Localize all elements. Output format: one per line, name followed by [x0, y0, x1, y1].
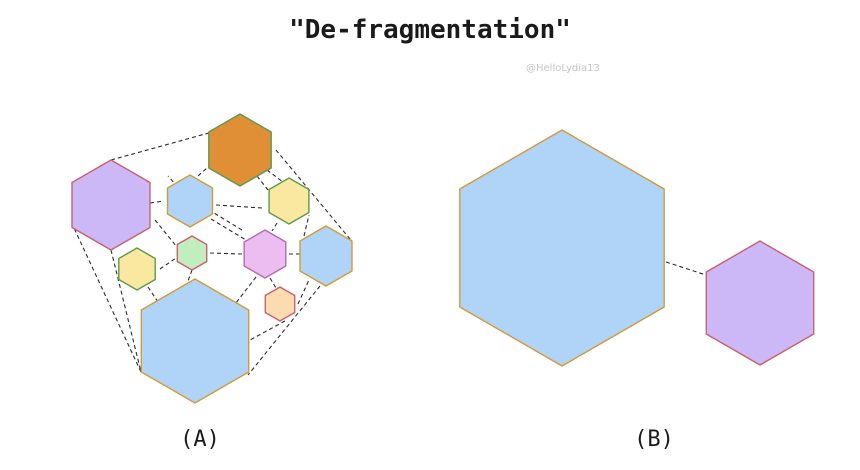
panel-a-link	[147, 286, 161, 306]
panel-a-label: (A)	[180, 427, 220, 452]
hexagon-peach-small	[264, 286, 296, 322]
panel-a-link	[154, 219, 178, 248]
panel-a-link	[266, 169, 284, 183]
hexagon-blue-merged	[459, 129, 665, 367]
panel-a-link	[215, 204, 263, 209]
hexagon-green-small	[176, 235, 208, 271]
hexagon-yellow-left	[118, 247, 156, 291]
hexagon-orange	[208, 113, 272, 187]
panel-a-link	[213, 212, 243, 231]
panel-a-link	[247, 285, 321, 376]
hexagon-purple	[71, 159, 151, 251]
panel-a-link	[271, 222, 278, 232]
hexagon-blue-right	[299, 225, 353, 287]
panel-a-link	[159, 257, 177, 270]
panel-a-link	[297, 279, 310, 305]
panel-a-link	[187, 269, 193, 282]
panel-a-link	[149, 200, 165, 204]
panel-a-link	[269, 277, 277, 289]
panel-a: (A)	[71, 113, 353, 452]
panel-a-link	[249, 320, 286, 341]
panel-b-hexagons	[459, 129, 815, 367]
hexagon-blue-large	[140, 278, 250, 404]
panel-b: (B)	[459, 129, 815, 452]
hexagon-blue-small	[166, 174, 214, 228]
page-title: "De-fragmentation"	[289, 15, 571, 45]
panel-a-link	[303, 214, 310, 237]
panel-a-link	[110, 130, 217, 161]
hexagon-purple	[705, 240, 815, 366]
panel-b-links	[665, 261, 707, 276]
panel-b-link	[665, 261, 707, 276]
panel-a-link	[73, 227, 142, 373]
panel-b-label: (B)	[634, 427, 674, 452]
hexagon-pink	[243, 229, 287, 279]
panel-a-link	[209, 252, 243, 255]
hexagon-yellow-top-right	[268, 177, 310, 225]
panel-a-hexagons	[71, 113, 353, 404]
watermark: @HelloLydia13	[526, 63, 600, 74]
panel-a-link	[275, 149, 351, 240]
panel-a-link	[256, 175, 269, 191]
